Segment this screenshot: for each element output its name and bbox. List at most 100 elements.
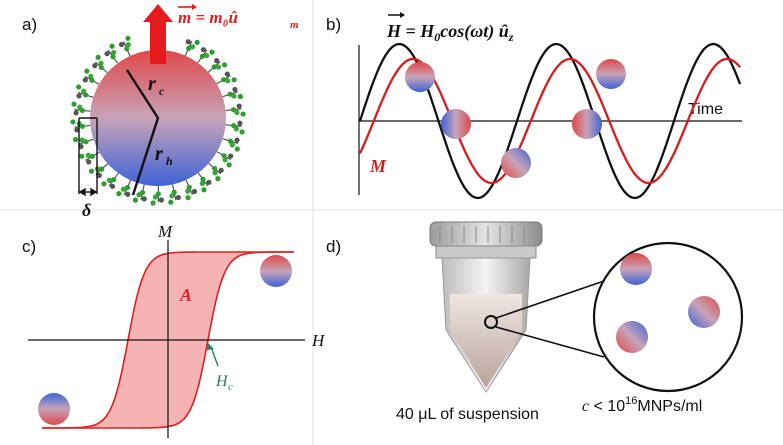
ligand-atom: [221, 77, 227, 83]
ligand-atom: [212, 170, 218, 176]
ligand-atom: [111, 177, 117, 183]
nanoparticle-c-bottom: [38, 393, 70, 425]
ligand-atom: [136, 192, 142, 198]
ligand-atom: [110, 54, 116, 60]
ligand-atom: [82, 77, 88, 83]
ligand-atom: [211, 64, 217, 70]
panel-c: c) M H A H c: [22, 222, 326, 438]
ligand-atom: [125, 35, 131, 41]
ligand-atom: [106, 177, 113, 183]
svg-text:r: r: [148, 73, 156, 95]
nanoparticle-b-3: [501, 148, 531, 178]
ligand-atom: [233, 126, 239, 132]
ligand-atom: [88, 168, 95, 174]
ligand-atom: [79, 153, 85, 159]
svg-text:H = H0cos(ωt) ûz: H = H0cos(ωt) ûz: [386, 21, 514, 44]
ligand-atom: [77, 104, 83, 110]
ligand-atom: [76, 93, 82, 99]
ligand-atom: [239, 129, 245, 135]
moment-equation-sub: m: [290, 19, 299, 31]
ligand-atom: [231, 77, 237, 83]
core-radius-label: r c: [148, 73, 165, 98]
ligand-atom: [232, 86, 238, 93]
ligand-atom: [71, 101, 77, 107]
ligand-atom: [92, 63, 98, 69]
nanoparticle-b-1: [405, 62, 435, 92]
ligand-atom: [98, 60, 104, 66]
ligand-atom: [118, 41, 125, 48]
ligand-atom: [231, 93, 237, 99]
nanoparticle-d-1: [620, 253, 652, 285]
panel-b: b) H = H0cos(ωt) ûz Time M: [326, 12, 742, 200]
ligand-atom: [72, 136, 79, 143]
panel-a: a) m = m₀û m r c r h: [22, 4, 299, 220]
ligand-atom: [218, 167, 224, 173]
ligand-atom: [95, 54, 101, 60]
ligand-atom: [185, 45, 192, 52]
ligand-atom: [226, 162, 232, 168]
ligand-atom: [185, 195, 191, 201]
ligand-atom: [125, 191, 131, 197]
ligand-atom: [124, 184, 131, 191]
time-axis-label: Time: [688, 101, 723, 118]
ligand-atom: [150, 200, 156, 206]
nanoparticle-b-5: [596, 59, 626, 89]
ligand-atom: [86, 159, 92, 165]
ligand-atom: [234, 109, 240, 115]
ligand-atom: [73, 110, 79, 116]
ligand-atom: [194, 39, 200, 45]
ligand-atom: [120, 186, 127, 192]
ligand-atom: [225, 78, 231, 84]
ligand-atom: [74, 127, 80, 133]
ligand-atom: [209, 49, 215, 55]
core-radius-line: [125, 69, 160, 196]
c-m-axis-label: M: [157, 222, 173, 241]
field-equation: H = H0cos(ωt) ûz: [386, 12, 514, 44]
ligand-atom: [78, 143, 84, 150]
ligand-atom: [206, 179, 212, 185]
panel-b-label: b): [326, 15, 341, 34]
coercive-field-label: H c: [215, 373, 233, 393]
moment-arrow: [143, 4, 173, 64]
hysteresis-area-label: A: [179, 285, 192, 305]
ligand-atom: [96, 172, 102, 178]
ligand-atom: [212, 165, 218, 172]
ligand-atom: [203, 53, 210, 59]
ligand-atom: [189, 44, 196, 50]
sample-spot: [484, 315, 498, 329]
svg-text:r: r: [155, 143, 163, 165]
zoom-line-top: [495, 280, 605, 319]
ligand-atom: [125, 42, 131, 48]
ligand-atom: [221, 62, 228, 68]
ligand-atom: [141, 196, 147, 202]
ligand-atom: [224, 71, 230, 77]
ligand-atom: [79, 137, 85, 143]
ligand-atom: [169, 193, 175, 199]
ligand-atom: [175, 194, 181, 201]
vial-caption: 40 μL of suspension: [396, 406, 539, 423]
ligand-atom: [215, 64, 222, 70]
ligand-atom: [185, 39, 191, 45]
ligand-atom: [201, 187, 207, 193]
ligand-atom: [101, 181, 107, 187]
ligand-atom: [237, 120, 243, 126]
svg-text:c: c: [228, 381, 233, 393]
ligand-atom: [89, 77, 95, 83]
ligand-atom: [132, 197, 139, 203]
ligand-atom: [152, 194, 158, 200]
ligand-atom: [191, 188, 198, 195]
ligand-atom: [98, 64, 104, 71]
zoom-line-bottom: [495, 326, 605, 358]
nanoparticle-b-4: [572, 109, 602, 139]
c-h-axis-label: H: [311, 331, 326, 350]
ligand-atom: [124, 46, 130, 52]
ligand-atom: [236, 103, 242, 109]
zoom-circle: [592, 241, 744, 393]
nanoparticle-b-2: [441, 109, 471, 139]
moment-equation: m = m₀û m: [178, 4, 299, 31]
ligand-atom: [158, 197, 164, 203]
moment-equation-text: m = m₀û: [178, 8, 238, 27]
ligand-atom: [222, 157, 228, 163]
ligand-atom: [70, 119, 76, 125]
